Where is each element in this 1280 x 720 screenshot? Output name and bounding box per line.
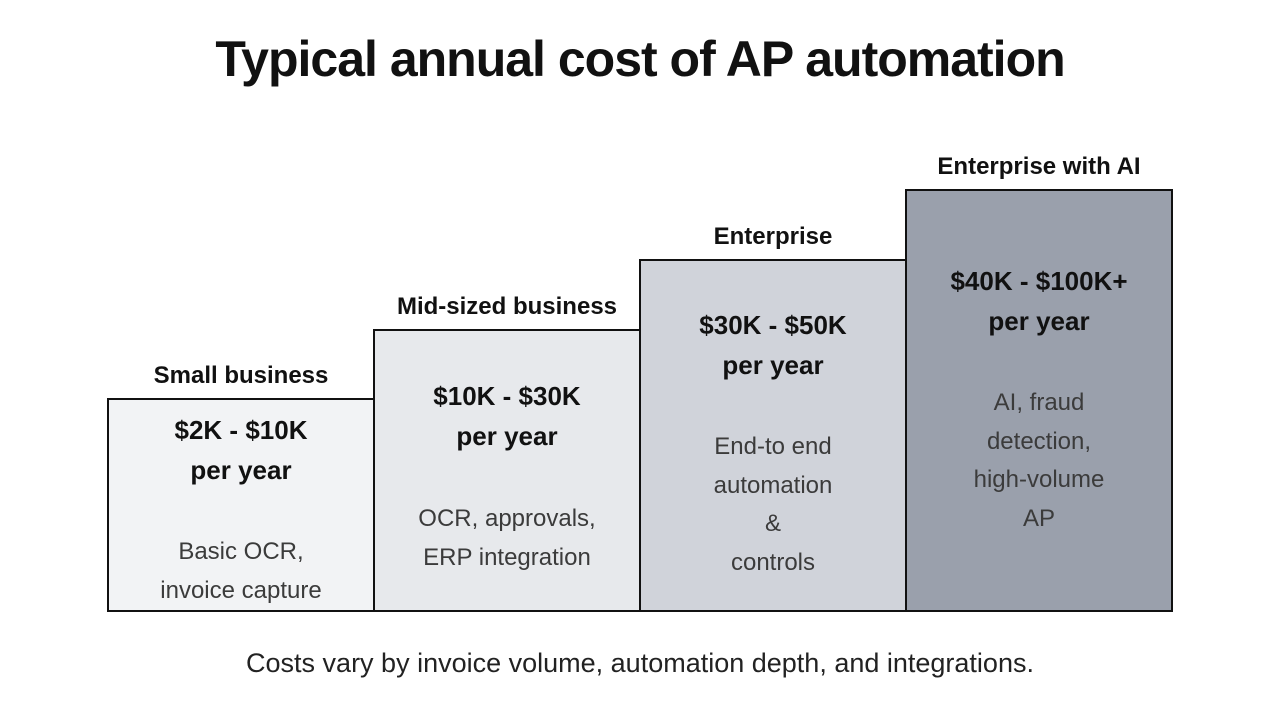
bar-mid-sized-business: $10K - $30K per year OCR, approvals, ERP… [373,329,641,612]
price-range-mid-sized-business: $10K - $30K per year [433,381,581,451]
price-range-small-business: $2K - $10K per year [174,415,308,485]
features-enterprise-with-ai: AI, fraud detection, high-volume AP [973,389,1105,532]
bar-label-enterprise-with-ai: Enterprise with AI [937,153,1141,180]
bar-label-small-business: Small business [153,362,329,389]
bar-enterprise-with-ai: $40K - $100K+ per year AI, fraud detecti… [905,189,1173,612]
bar-label-mid-sized-business: Mid-sized business [396,293,618,320]
bar-small-business: $2K - $10K per year Basic OCR, invoice c… [107,398,375,612]
chart-caption: Costs vary by invoice volume, automation… [246,648,1034,678]
price-range-enterprise-with-ai: $40K - $100K+ per year [950,266,1128,336]
features-mid-sized-business: OCR, approvals, ERP integration [418,505,596,571]
bar-label-enterprise: Enterprise [713,223,833,250]
features-small-business: Basic OCR, invoice capture [160,538,322,604]
chart-title: Typical annual cost of AP automation [215,31,1065,87]
features-enterprise: End-to end automation & controls [713,433,833,576]
bar-enterprise: $30K - $50K per year End-to end automati… [639,259,907,612]
price-range-enterprise: $30K - $50K per year [699,310,847,380]
